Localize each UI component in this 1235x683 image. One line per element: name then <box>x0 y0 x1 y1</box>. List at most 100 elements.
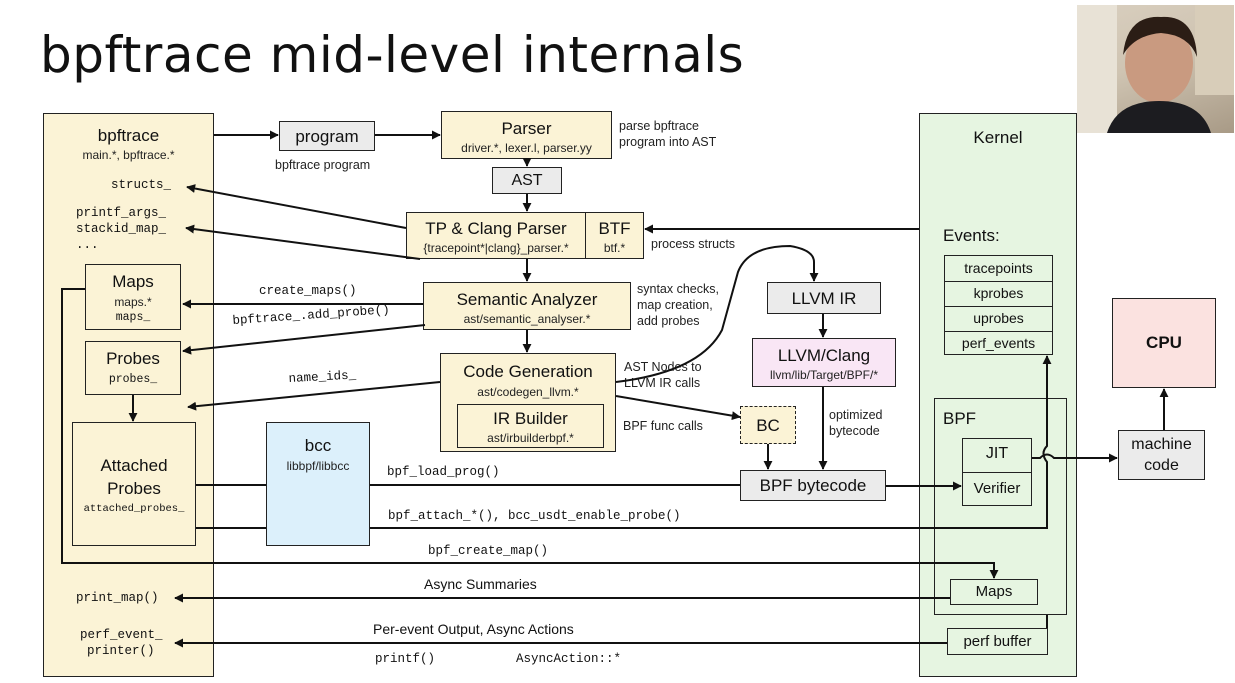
bpf-bytecode-box: BPF bytecode <box>740 470 886 501</box>
bcc-label: bcc <box>304 436 332 455</box>
parser-box: Parser driver.*, lexer.l, parser.yy <box>441 111 612 159</box>
program-caption: bpftrace program <box>275 158 371 172</box>
irbuilder-files: ast/irbuilderbpf.* <box>487 431 574 445</box>
stackid-map-var: stackid_map_ <box>76 222 167 236</box>
program-label: program <box>295 127 359 146</box>
llvm-ir-box: LLVM IR <box>767 282 881 314</box>
probes-box: Probes probes_ <box>85 341 181 395</box>
machine-code-line2: code <box>1144 457 1179 474</box>
perf-buffer-box: perf buffer <box>947 628 1048 655</box>
event-perf-events: perf_events <box>961 335 1036 351</box>
btf-files: btf.* <box>603 241 626 255</box>
async-action-call: AsyncAction::* <box>516 652 622 666</box>
attached-label-1: Attached <box>100 456 168 475</box>
create-maps-call: create_maps() <box>259 284 357 298</box>
kernel-label: Kernel <box>973 128 1023 147</box>
jit-verifier-box: JIT Verifier <box>962 438 1032 506</box>
optimized-note-1: optimized <box>829 408 883 422</box>
irbuilder-note: BPF func calls <box>623 419 703 433</box>
bpftrace-container <box>43 113 214 677</box>
bpftrace-label: bpftrace <box>97 126 160 145</box>
program-box: program <box>279 121 375 151</box>
arrow-add-probe <box>182 324 426 355</box>
maps-box: Maps maps.* maps_ <box>85 264 181 330</box>
parser-note-1: parse bpftrace <box>619 119 699 133</box>
btf-box: BTF btf.* <box>585 212 644 259</box>
event-uprobes: uprobes <box>973 310 1024 326</box>
parser-files: driver.*, lexer.l, parser.yy <box>461 141 592 155</box>
slide-title: bpftrace mid-level internals <box>40 26 745 84</box>
machine-code-box: machine code <box>1118 430 1205 480</box>
semantic-note-1: syntax checks, <box>637 282 719 296</box>
codegen-label: Code Generation <box>463 362 593 381</box>
llvm-clang-label: LLVM/Clang <box>777 346 871 365</box>
semantic-note-3: add probes <box>637 314 700 328</box>
arrow-jit-to-machine-code <box>1032 453 1118 463</box>
parser-note-2: program into AST <box>619 135 717 149</box>
printf-args-var: printf_args_ <box>76 206 167 220</box>
maps-box-files: maps.* <box>114 295 152 309</box>
btf-note: process structs <box>651 237 736 251</box>
semantic-label: Semantic Analyzer <box>456 290 598 309</box>
event-tracepoints: tracepoints <box>964 260 1033 276</box>
verifier-label: Verifier <box>973 480 1021 497</box>
async-summaries-label: Async Summaries <box>424 576 537 592</box>
llvm-clang-files: llvm/lib/Target/BPF/* <box>769 368 879 382</box>
llvm-ir-label: LLVM IR <box>791 289 857 308</box>
kernel-maps-label: Maps <box>975 583 1013 600</box>
arrow-tp-to-stackid <box>185 224 421 260</box>
structs-var: structs_ <box>111 178 172 192</box>
ir-builder-box: IR Builder ast/irbuilderbpf.* <box>457 404 604 448</box>
semantic-analyzer-box: Semantic Analyzer ast/semantic_analyser.… <box>423 282 631 330</box>
cpu-label: CPU <box>1146 333 1182 352</box>
line-create-map <box>61 288 999 579</box>
semantic-files: ast/semantic_analyser.* <box>463 312 591 326</box>
perf-event-printer-line2: printer() <box>87 644 155 658</box>
codegen-note-2: LLVM IR calls <box>624 376 701 390</box>
irbuilder-label: IR Builder <box>493 409 568 428</box>
print-map-call: print_map() <box>76 591 159 605</box>
bcc-files: libbpf/libbcc <box>286 459 350 473</box>
events-label: Events: <box>943 226 1000 245</box>
presenter-webcam <box>1077 5 1234 133</box>
codegen-note-1: AST Nodes to <box>624 360 702 374</box>
attached-probes-var: attached_probes_ <box>83 503 185 515</box>
probes-box-label: Probes <box>106 349 160 368</box>
event-kprobes: kprobes <box>973 285 1024 301</box>
bc-box: BC <box>740 406 796 444</box>
arrow-codegen-to-llvm-ir <box>615 244 819 383</box>
arrow-tp-to-structs <box>186 184 407 229</box>
cpu-box: CPU <box>1112 298 1216 388</box>
events-list: tracepoints kprobes uprobes perf_events <box>944 255 1053 355</box>
attached-label-2: Probes <box>107 479 161 498</box>
bpf-bytecode-label: BPF bytecode <box>759 476 867 495</box>
machine-code-line1: machine <box>1131 436 1192 453</box>
bcc-box: bcc libbpf/libbcc <box>266 422 370 546</box>
bpf-load-prog-call: bpf_load_prog() <box>387 465 500 479</box>
probes-box-var: probes_ <box>108 373 158 386</box>
bpf-kernel-box: BPF <box>934 398 1067 615</box>
maps-box-label: Maps <box>112 272 154 291</box>
perf-buffer-label: perf buffer <box>963 633 1032 650</box>
semantic-note-2: map creation, <box>637 298 713 312</box>
arrow-name-ids <box>187 381 441 411</box>
per-event-label: Per-event Output, Async Actions <box>373 621 574 637</box>
tp-clang-files: {tracepoint*|clang}_parser.* <box>423 241 569 255</box>
btf-label: BTF <box>598 219 631 238</box>
tp-clang-parser-box: TP & Clang Parser {tracepoint*|clang}_pa… <box>406 212 586 259</box>
bpf-create-map-call: bpf_create_map() <box>428 544 549 558</box>
attached-probes-box: Attached Probes attached_probes_ <box>72 422 196 546</box>
printf-call: printf() <box>375 652 436 666</box>
arrow-codegen-to-bc <box>615 395 741 421</box>
perf-event-printer-line1: perf_event_ <box>80 628 163 642</box>
ast-label: AST <box>511 172 543 189</box>
bpftrace-files: main.*, bpftrace.* <box>82 148 175 162</box>
parser-label: Parser <box>501 119 552 138</box>
optimized-note-2: bytecode <box>829 424 880 438</box>
bpf-kernel-label: BPF <box>943 409 977 428</box>
bc-label: BC <box>756 416 780 435</box>
bpf-attach-call: bpf_attach_*(), bcc_usdt_enable_probe() <box>388 509 681 523</box>
llvm-clang-box: LLVM/Clang llvm/lib/Target/BPF/* <box>752 338 896 387</box>
ast-box: AST <box>492 167 562 194</box>
